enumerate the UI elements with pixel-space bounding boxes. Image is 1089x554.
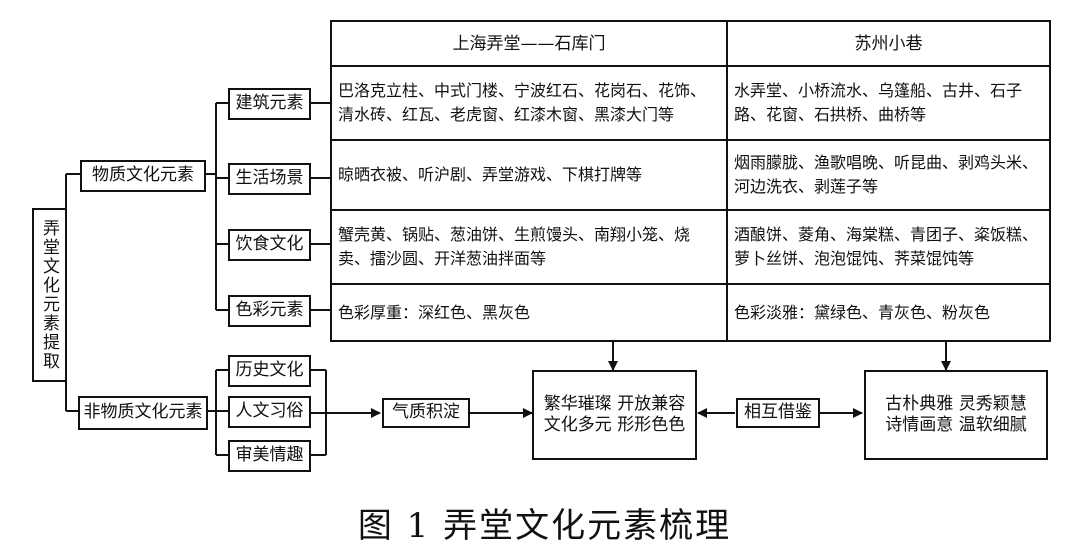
intangible-label: 人文习俗: [235, 401, 304, 422]
table-cell: 巴洛克立柱、中式门楼、宁波红石、花岗石、花饰、清水砖、红瓦、老虎窗、红漆木窗、黑…: [330, 65, 728, 141]
table-cell: 色彩厚重：深红色、黑灰色: [330, 283, 728, 342]
table-cell: 烟雨朦胧、渔歌唱晚、听昆曲、剥鸡头米、河边洗衣、剥莲子等: [726, 139, 1051, 211]
table-cell: 晾晒衣被、听沪剧、弄堂游戏、下棋打牌等: [330, 139, 728, 211]
suzhou-result-line: 诗情画意 温软细腻: [885, 415, 1027, 435]
shanghai-result-node: 繁华璀璨 开放兼容 文化多元 形形色色: [532, 370, 697, 460]
comparison-table: 上海弄堂——石库门 苏州小巷 巴洛克立柱、中式门楼、宁波红石、花岗石、花饰、清水…: [330, 20, 1051, 342]
table-row-color: 色彩厚重：深红色、黑灰色 色彩淡雅：黛绿色、青灰色、粉灰色: [330, 283, 1051, 342]
root-label: 弄堂文化元素提取: [39, 219, 59, 371]
qizhi-label: 气质积淀: [392, 402, 460, 423]
intangible-label: 审美情趣: [235, 445, 304, 466]
qizhi-node: 气质积淀: [382, 398, 470, 428]
category-label: 饮食文化: [235, 234, 304, 255]
shanghai-result-line: 文化多元 形形色色: [543, 415, 686, 435]
table-cell: 蟹壳黄、锅贴、葱油饼、生煎馒头、南翔小笼、烧卖、擂沙圆、开洋葱油拌面等: [330, 209, 728, 285]
shanghai-result-line: 繁华璀璨 开放兼容: [543, 393, 686, 414]
intangible-label: 历史文化: [235, 360, 304, 381]
huxiang-node: 相互借鉴: [736, 398, 820, 428]
table-cell: 色彩淡雅：黛绿色、青灰色、粉灰色: [726, 283, 1051, 342]
huxiang-label: 相互借鉴: [744, 402, 812, 423]
category-node-color: 色彩元素: [228, 295, 311, 327]
intangible-node-customs: 人文习俗: [228, 396, 311, 428]
suzhou-result-node: 古朴典雅 灵秀颖慧 诗情画意 温软细腻: [864, 370, 1048, 460]
category-label: 生活场景: [235, 168, 304, 189]
header-shanghai: 上海弄堂——石库门: [330, 20, 728, 67]
table-row-architecture: 巴洛克立柱、中式门楼、宁波红石、花岗石、花饰、清水砖、红瓦、老虎窗、红漆木窗、黑…: [330, 65, 1051, 141]
material-culture-label: 物质文化元素: [92, 165, 194, 186]
immaterial-culture-label: 非物质文化元素: [83, 402, 203, 423]
category-label: 色彩元素: [235, 300, 304, 321]
header-suzhou: 苏州小巷: [726, 20, 1051, 67]
category-node-food: 饮食文化: [228, 229, 311, 261]
intangible-node-history: 历史文化: [228, 355, 311, 387]
table-header-row: 上海弄堂——石库门 苏州小巷: [330, 20, 1051, 67]
root-node: 弄堂文化元素提取: [32, 208, 67, 382]
table-cell: 水弄堂、小桥流水、乌篷船、古井、石子路、花窗、石拱桥、曲桥等: [726, 65, 1051, 141]
category-label: 建筑元素: [235, 93, 304, 114]
table-row-life-scene: 晾晒衣被、听沪剧、弄堂游戏、下棋打牌等 烟雨朦胧、渔歌唱晚、听昆曲、剥鸡头米、河…: [330, 139, 1051, 211]
category-node-architecture: 建筑元素: [228, 88, 311, 120]
figure-caption: 图 1 弄堂文化元素梳理: [357, 506, 732, 546]
material-culture-node: 物质文化元素: [80, 160, 206, 192]
intangible-node-aesthetic: 审美情趣: [228, 440, 311, 472]
category-node-life-scene: 生活场景: [228, 163, 311, 195]
table-row-food: 蟹壳黄、锅贴、葱油饼、生煎馒头、南翔小笼、烧卖、擂沙圆、开洋葱油拌面等 酒酿饼、…: [330, 209, 1051, 285]
table-cell: 酒酿饼、菱角、海棠糕、青团子、粢饭糕、萝卜丝饼、泡泡馄饨、荠菜馄饨等: [726, 209, 1051, 285]
suzhou-result-line: 古朴典雅 灵秀颖慧: [885, 393, 1027, 414]
immaterial-culture-node: 非物质文化元素: [78, 396, 208, 430]
